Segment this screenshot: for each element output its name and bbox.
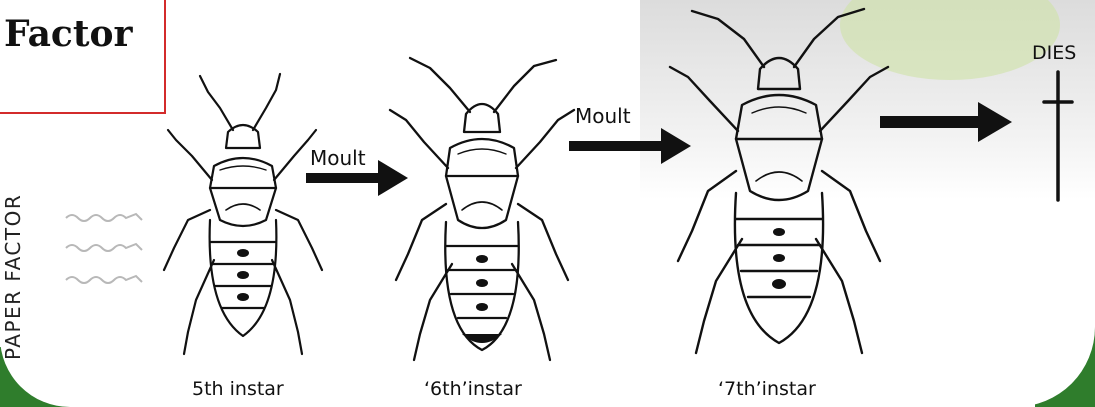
stage-label-6th: ‘6th’instar [424, 378, 522, 400]
moult-label-1: Moult [310, 146, 366, 170]
dies-label: DIES [1032, 42, 1076, 64]
title-line-2: se [0, 60, 166, 108]
title-line-1: Factor [4, 10, 166, 58]
faint-scribbles [58, 200, 158, 310]
title-box: Factor se [0, 0, 166, 114]
stage-label-7th: ‘7th’instar [718, 378, 816, 400]
moult-label-2: Moult [575, 104, 631, 128]
bug-7th-instar [652, 5, 912, 375]
dagger-icon [1038, 68, 1078, 208]
stage-label-5th: 5th instar [192, 378, 284, 400]
side-label: PAPER FACTOR [1, 130, 27, 360]
arrow-to-death [876, 100, 1016, 144]
bug-5th-instar [148, 70, 338, 370]
bug-6th-instar [368, 50, 598, 380]
